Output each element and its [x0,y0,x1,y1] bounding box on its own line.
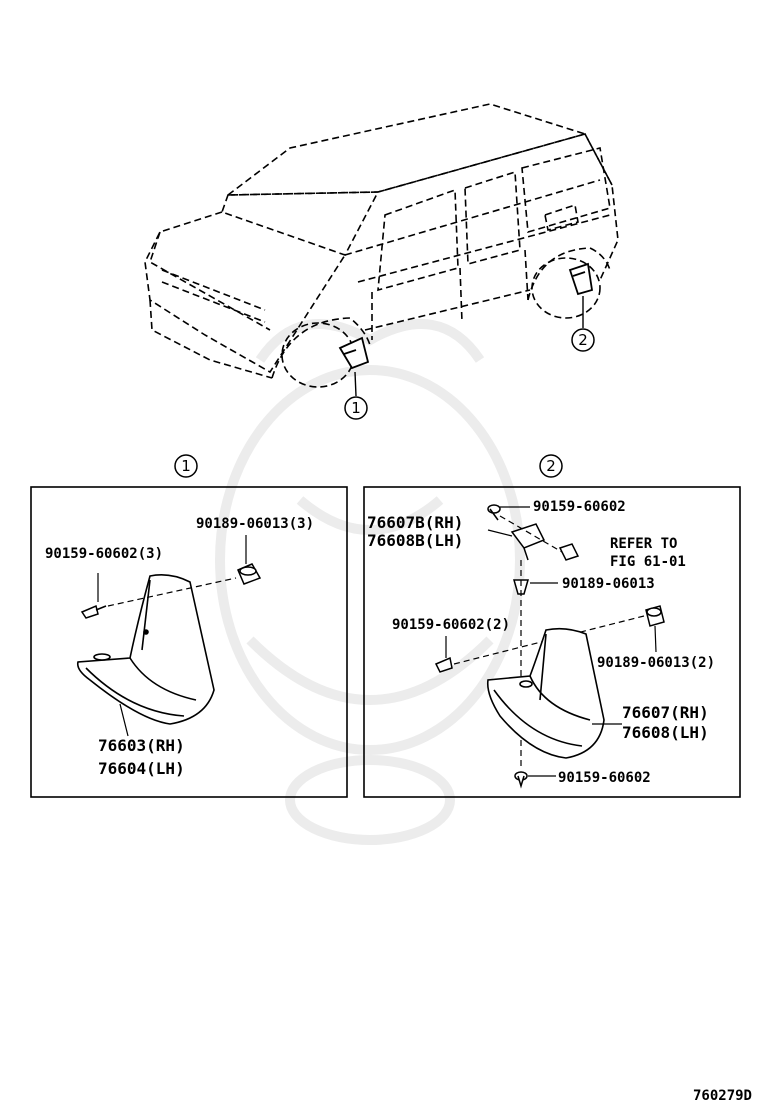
panel-2-bracket-nut [558,543,580,561]
watermark-emblem [215,319,525,845]
panel-2-part-rh: 76607(RH) [622,703,709,722]
panel-2-bracket-leader [487,529,513,537]
figure-id: 760279D [693,1088,752,1104]
panel-2-refer-line2: FIG 61-01 [610,554,686,570]
panel-1-part-leader [119,703,129,737]
callout-2-circle [571,328,595,352]
panel-2-refer-line1: REFER TO [610,536,677,552]
panel-1-part-lh: 76604(LH) [98,759,185,778]
panel-1-screw-label: 90159-60602(3) [45,546,163,562]
panel-1-clip [237,563,262,585]
panel-2-top-screw [487,504,501,521]
panel-2-marker-circle [539,454,563,478]
panel-2-bottom-screw [514,771,528,789]
panel-2-bracket-rh: 76607B(RH) [367,513,463,532]
panel-2-frame [363,486,741,798]
panel-2-clip-right-label: 90189-06013(2) [597,655,715,671]
panel-2-mudflap [486,627,605,759]
panel-2-bracket-lh: 76608B(LH) [367,531,463,550]
panel-2-screw-bottom-label: 90159-60602 [558,770,651,786]
panel-1-marker-number: 1 [181,457,191,475]
panel-2-left-screw [434,656,453,673]
panel-2-clip-mid-label: 90189-06013 [562,576,655,592]
panel-1-screw [80,604,107,619]
overview-rear-mudflap [568,262,594,296]
panel-2-part-lh: 76608(LH) [622,723,709,742]
vehicle-outline [144,103,619,388]
panel-1-mudflap [76,574,215,725]
panel-2-right-clip-leader [654,625,657,653]
panel-2-marker-number: 2 [546,457,556,475]
panel-1-frame [30,486,348,798]
panel-2-bracket-install-line [499,515,563,553]
callout-1-number: 1 [351,399,361,417]
panel-2-screw-top-label: 90159-60602 [533,499,626,515]
panel-1-install-line [107,577,237,607]
panel-2-right-clip [645,605,665,627]
overview-front-mudflap [338,336,370,370]
callout-1-circle [344,396,368,420]
panel-2-mid-clip [513,579,529,595]
panel-1-clip-label: 90189-06013(3) [196,516,314,532]
panel-2-bracket [510,523,546,561]
panel-2-screw-mid-label: 90159-60602(2) [392,617,510,633]
callout-1-leader [354,371,357,397]
panel-1-part-rh: 76603(RH) [98,736,185,755]
panel-2-install-line [453,615,645,665]
callout-2-number: 2 [578,331,588,349]
panel-1-marker-circle [174,454,198,478]
